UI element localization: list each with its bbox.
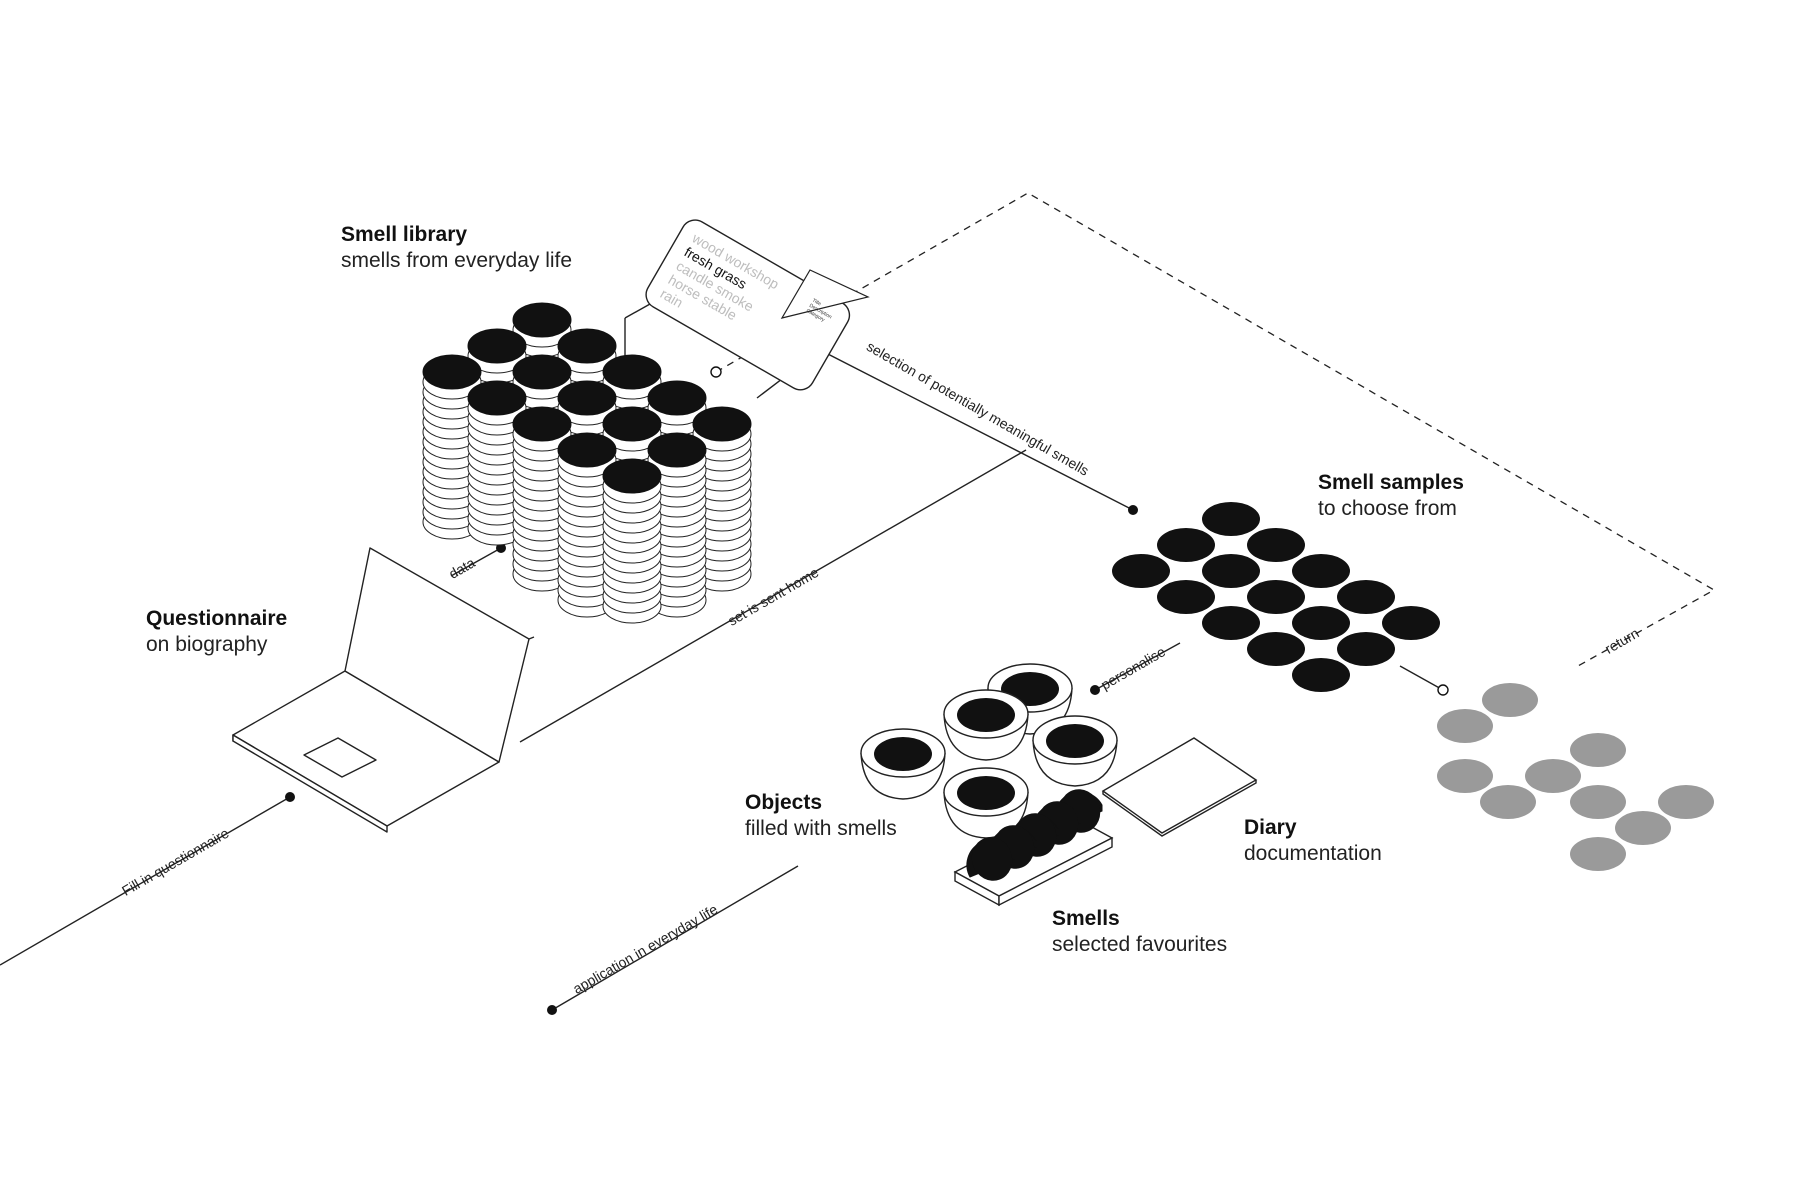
laptop-base-front [232,734,388,833]
endpoint-ring [710,366,722,378]
endpoint-dot [496,543,506,553]
cylinder-top [602,458,662,494]
smell-cylinder [557,432,617,618]
laptop-screen-edge [528,636,535,640]
card-badge-triangle [780,269,870,319]
cylinder-top [692,406,752,442]
returned-sample [1437,709,1493,743]
line-endpoints [285,366,1449,1015]
smell-sample [1337,580,1395,614]
smell-sample [1382,606,1440,640]
smell-sample [1157,528,1215,562]
tray-side [998,836,1113,907]
cylinder-top [557,380,617,416]
cylinder-top [467,328,527,364]
smell-sample [1337,632,1395,666]
returned-sample [1482,683,1538,717]
label-sub: selected favourites [1052,933,1228,957]
smell-samples [1112,502,1440,692]
cylinder-top [647,380,707,416]
cylinder-top [602,354,662,390]
label-sub: to choose from [1318,497,1457,521]
returned-sample [1570,733,1626,767]
returned-sample [1658,785,1714,819]
label-smells: Smells selected favourites [1052,906,1227,959]
endpoint-ring [1437,684,1449,696]
endpoint-dot [547,1005,557,1015]
application-line [551,865,799,1011]
fill-questionnaire-line [0,796,291,966]
returned-sample [1480,785,1536,819]
endpoint-dot [285,792,295,802]
smells-tray [953,789,1114,907]
label-diary: Diary documentation [1244,815,1382,868]
cylinder-top [467,380,527,416]
label-smell-samples: Smell samples to choose from [1318,470,1464,523]
label-sub: smells from everyday life [341,249,573,273]
endpoint-dot [1128,505,1138,515]
diary-thickness [1102,780,1257,837]
label-sub: on biography [146,633,268,657]
smell-bowl [943,689,1029,761]
return-dashed-line [715,192,1716,667]
laptop-trackpad [303,737,377,778]
label-objects: Objects filled with smells [745,790,897,843]
cylinder-top [512,354,572,390]
return-solid-line [1399,665,1444,691]
cylinder-top [512,406,572,442]
smell-sample [1292,554,1350,588]
smell-library-cylinders [422,302,752,624]
smell-cylinder [422,354,482,540]
cylinder-top [512,302,572,338]
set-sent-home-line [519,449,1027,743]
data-line [450,547,502,577]
smell-sample [1247,632,1305,666]
smell-sample [1112,554,1170,588]
smell-sample [1247,580,1305,614]
returned-samples [1437,683,1714,871]
smell-sample [1202,606,1260,640]
smell-sample [1202,502,1260,536]
label-title: Objects [745,791,823,814]
cylinder-top [557,432,617,468]
label-title: Smell library [341,223,468,246]
card-frame [645,219,851,391]
smell-sample [1202,554,1260,588]
card-badge-text: Title [811,298,822,308]
cylinder-top [602,406,662,442]
smell-sample [1292,606,1350,640]
diary-page [1101,737,1258,834]
label-title: Questionnaire [146,607,288,630]
cylinder-top [557,328,617,364]
cylinder-top [422,354,482,390]
smell-sample [1157,580,1215,614]
label-title: Smell samples [1318,471,1464,494]
smell-objects-bowls [860,663,1118,839]
smell-sample [1292,658,1350,692]
diary-icon [1101,737,1258,837]
selected-smell [966,837,1015,881]
label-title: Diary [1244,816,1297,839]
endpoint-dot [1090,685,1100,695]
returned-sample [1525,759,1581,793]
returned-sample [1437,759,1493,793]
smell-cylinder [602,458,662,624]
label-sub: documentation [1244,842,1382,866]
returned-sample [1570,785,1626,819]
smell-bowl [1032,715,1118,787]
laptop-icon [232,547,535,833]
smell-bowl [860,728,946,800]
smell-sample [1247,528,1305,562]
returned-sample [1615,811,1671,845]
label-title: Smells [1052,907,1120,930]
smell-library-card: wood workshop fresh grass candle smoke h… [645,219,870,391]
returned-sample [1570,837,1626,871]
cylinder-top [647,432,707,468]
label-questionnaire: Questionnaire on biography [146,606,287,659]
label-sub: filled with smells [745,817,897,841]
personalise-line [1094,642,1181,691]
label-smell-library: Smell library smells from everyday life [341,222,572,275]
